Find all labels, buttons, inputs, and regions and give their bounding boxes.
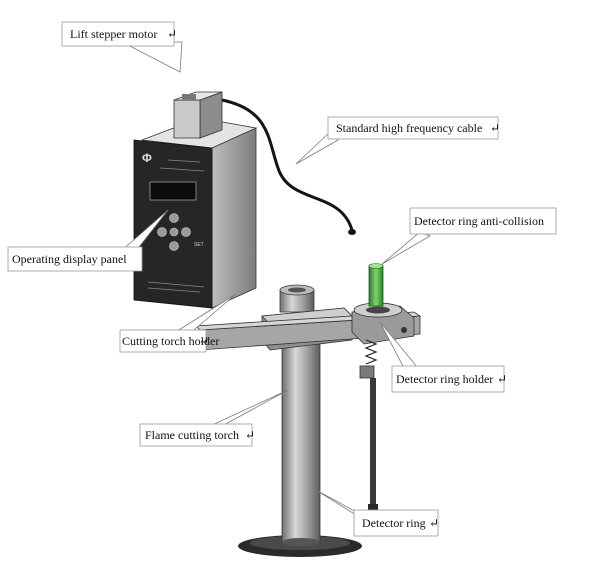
callout-flame-torch: Flame cutting torch ↵: [139, 389, 289, 447]
label-detector-ring: Detector ring: [362, 516, 426, 530]
svg-text:SET: SET: [194, 242, 204, 248]
callout-display-panel: Operating display panel: [7, 209, 169, 272]
label-display-panel: Operating display panel: [12, 252, 127, 266]
return-mark: ↵: [167, 27, 177, 41]
label-lift-stepper-motor: Lift stepper motor: [70, 27, 157, 41]
flame-cutting-torch: [281, 329, 321, 543]
holder-spring: [364, 339, 378, 365]
high-frequency-cable: [221, 98, 354, 231]
label-ring-holder: Detector ring holder: [396, 372, 493, 386]
control-box-side: [211, 127, 257, 309]
keypad: [157, 213, 191, 251]
label-hf-cable: Standard high frequency cable: [336, 121, 482, 135]
callout-lift-stepper-motor: Lift stepper motor ↵: [61, 21, 183, 73]
callout-torch-holder: Cutting torch holder ↵: [119, 293, 237, 353]
lcd-display: [149, 181, 197, 201]
return-mark: ↵: [199, 334, 209, 348]
brand-logo: Φ: [142, 151, 152, 165]
label-anti-collision: Detector ring anti-collision: [414, 214, 544, 228]
anti-collision-rod: [368, 265, 384, 307]
callout-detector-ring: Detector ring ↵: [315, 489, 439, 537]
label-flame-torch: Flame cutting torch: [145, 428, 239, 442]
return-mark: ↵: [429, 516, 439, 530]
control-box-front: [133, 139, 213, 309]
label-torch-holder: Cutting torch holder: [122, 334, 219, 348]
return-mark: ↵: [245, 428, 255, 442]
return-mark: ↵: [490, 121, 500, 135]
callout-anti-collision: Detector ring anti-collision: [381, 207, 557, 265]
machine-illustration: Φ SET: [133, 91, 422, 557]
detector-ring-rod: [370, 378, 376, 512]
callout-ring-holder: Detector ring holder ↵: [379, 321, 507, 393]
return-mark: ↵: [497, 372, 507, 386]
callout-hf-cable: Standard high frequency cable ↵: [295, 116, 500, 165]
